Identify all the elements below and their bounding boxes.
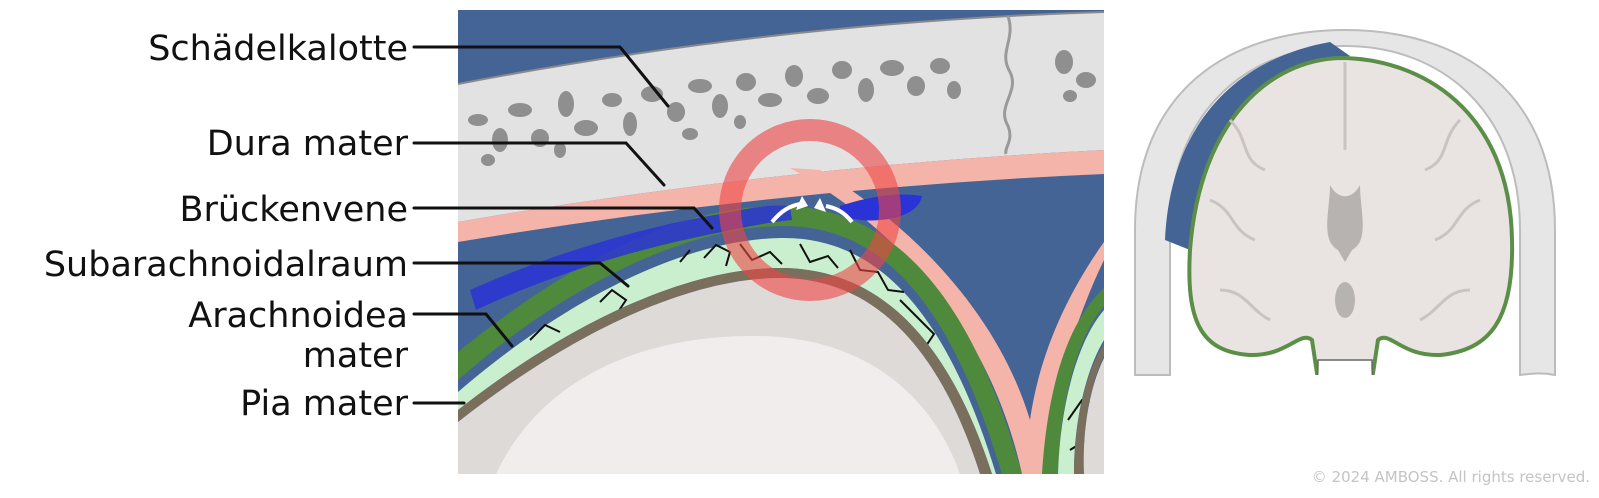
bridging-vein	[470, 205, 792, 310]
right-gyrus-pia	[1074, 344, 1104, 474]
tear-arrows	[770, 196, 854, 224]
overview-sulci	[1209, 62, 1481, 322]
skull-suture	[1003, 15, 1014, 155]
label-arachnoid-line1: Arachnoidea	[188, 296, 408, 336]
skull-outer-edge	[458, 11, 1104, 85]
leader-lines	[412, 45, 714, 405]
label-bridging-vein: Brückenvene	[179, 190, 408, 230]
label-arachnoid-line2: mater	[303, 336, 409, 376]
label-dura: Dura mater	[207, 124, 409, 164]
leader-bridging-vein	[412, 206, 714, 230]
right-gyrus-subarachnoid	[1058, 310, 1104, 474]
arachnoid-mater-layer	[458, 206, 1022, 474]
label-skull: Schädelkalotte	[148, 29, 408, 69]
brain-white-matter	[496, 335, 960, 474]
overview-hematoma	[1165, 42, 1350, 250]
cross-section-illustration	[458, 10, 1104, 474]
label-pia: Pia mater	[240, 384, 408, 424]
right-gyrus-brain	[1083, 358, 1104, 474]
highlight-ring	[719, 119, 901, 301]
overview-ventricles	[1327, 185, 1363, 262]
leader-subarachnoid	[412, 261, 630, 288]
leader-dura	[412, 141, 666, 187]
dura-mater-band	[458, 150, 1104, 242]
right-gyrus-arachnoid	[1042, 288, 1104, 474]
overview-third-ventricle	[1335, 282, 1355, 318]
copyright-notice: © 2024 AMBOSS. All rights reserved.	[1312, 468, 1590, 486]
overview-brainstem	[1299, 359, 1391, 375]
leader-arachnoid	[412, 312, 514, 348]
label-subarachnoid: Subarachnoidalraum	[44, 245, 408, 285]
leader-skull	[412, 45, 670, 108]
coronal-brain-overview	[1134, 28, 1556, 377]
